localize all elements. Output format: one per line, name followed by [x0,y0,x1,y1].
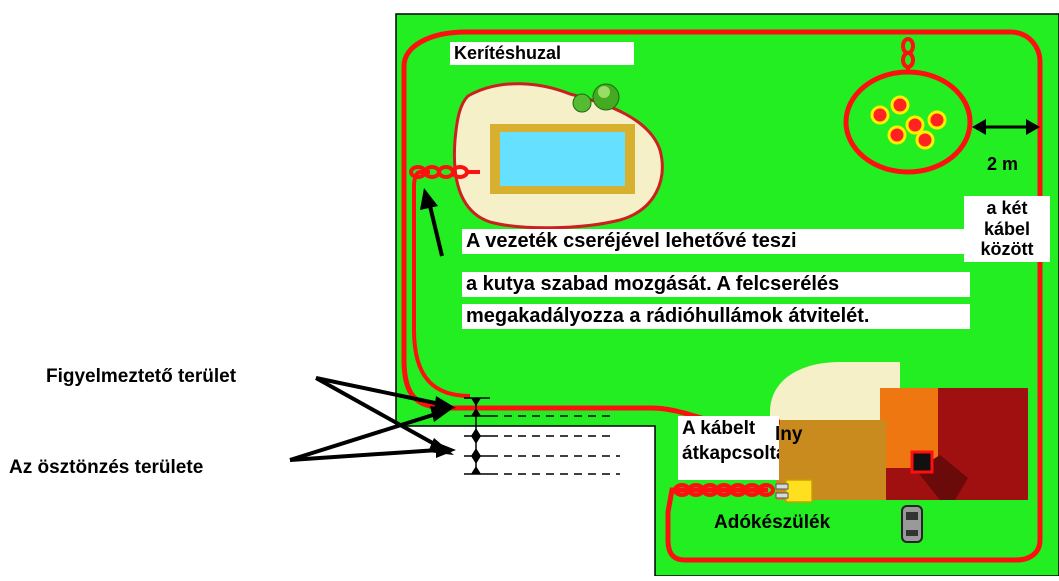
wire-swap-note-line-1: A vezeték cseréjével lehetővé teszi [462,229,970,254]
between-cables-line: kábel [983,218,1031,239]
twisted-wire [673,483,775,497]
twisted-wire [409,165,480,179]
shrub-icon [572,83,620,113]
wire-swap-note-line-2: a kutya szabad mozgását. A felcserélés [462,272,970,297]
pool-water [500,132,625,186]
correction-zone-label: Az ösztönzés területe [9,457,204,478]
cables-swapped-overlap-text: lny [775,424,803,445]
return-wire [412,170,471,398]
boundary-wire [466,29,1043,563]
wire-swap-note-line-3: megakadályozza a rádióhullámok átvitelét… [462,304,970,329]
transmitter-label: Adókészülék [714,512,831,534]
double-arrow-icon [972,119,1040,135]
warning-zone-label: Figyelmeztető terület [46,366,237,387]
cables-swapped-label: A kábelt átkapcsolták [678,416,779,480]
car-icon [901,505,923,543]
between-cables-line: a két [986,198,1028,218]
flower-icon [870,95,947,150]
wire-junction-box [910,450,934,474]
transmitter-plug [775,483,789,490]
fence-wire-label: Kerítéshuzal [450,42,634,65]
twisted-wire [901,37,915,72]
between-cables-label: a két kábel között [964,196,1050,263]
between-cables-line: között [980,239,1034,260]
pointer-arrows [289,188,456,462]
transmitter-box [785,479,813,503]
transmitter-plug [775,492,789,499]
distance-label: 2 m [987,154,1019,174]
dimension-arrowheads [471,398,481,474]
